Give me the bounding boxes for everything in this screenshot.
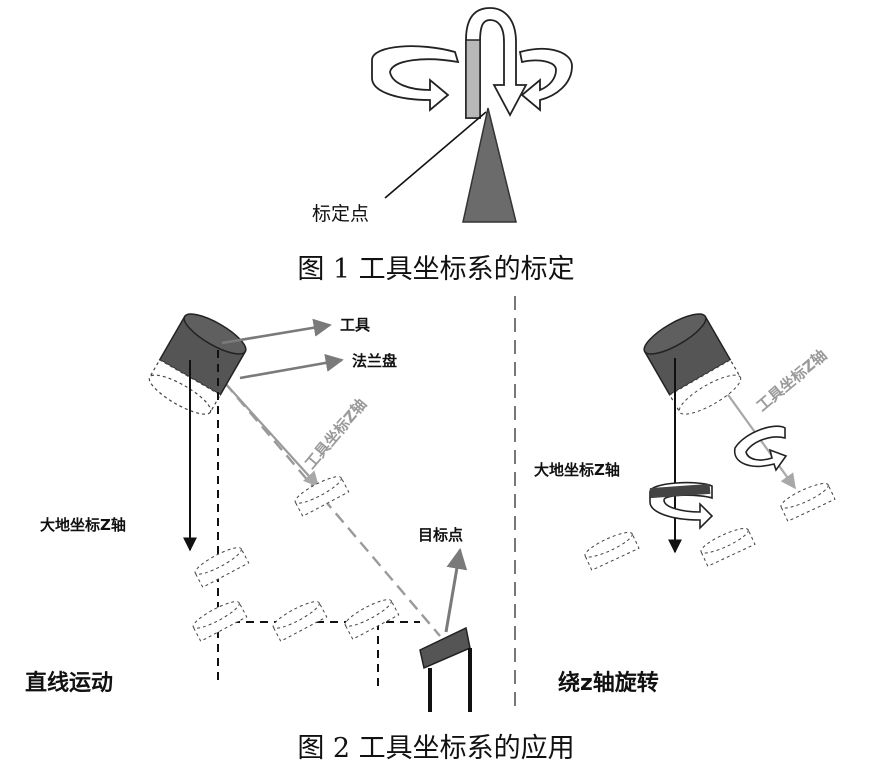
flange-disc-3: [192, 601, 248, 642]
tool-label: 工具: [340, 316, 370, 334]
calibration-pointer-line: [384, 111, 487, 199]
tool-z-dashed-path: [224, 382, 441, 637]
figure2-caption: 图 2 工具坐标系的应用: [297, 733, 574, 764]
calibration-point-label: 标定点: [312, 203, 369, 225]
target-point-label: 目标点: [418, 526, 463, 544]
calibration-cone-icon: [462, 107, 517, 223]
world-z-axis-label-right: 大地坐标Z轴: [534, 461, 620, 479]
vertical-loop-arrow-icon: [465, 7, 528, 119]
tool-cylinder-icon: [148, 313, 247, 415]
tool-z-arrow-line: [224, 382, 320, 488]
tool-z-axis-label-right: 工具坐标Z轴: [753, 346, 830, 415]
tool-rotation-arrow-icon: [734, 425, 788, 472]
figure1-diagram: 标定点: [312, 7, 573, 225]
left-rotation-arrow-icon: [371, 45, 460, 112]
loop-shaded-band: [465, 39, 481, 119]
flange-disc-2: [194, 547, 250, 588]
rotate-z-panel: 大地坐标Z轴 工具坐标Z轴 绕z轴旋转: [534, 313, 836, 696]
disc-right-2: [700, 527, 756, 567]
disc-right-3: [780, 482, 836, 522]
target-block-icon: [419, 626, 472, 712]
world-z-axis-label: 大地坐标Z轴: [40, 516, 126, 534]
disc-right-1: [584, 531, 640, 571]
tool-pointer-arrow: [221, 318, 332, 345]
flange-pointer-arrow: [239, 353, 344, 380]
target-point-arrow: [444, 547, 468, 633]
flange-disc-4: [272, 601, 328, 642]
tool-z-axis-label: 工具坐标Z轴: [301, 395, 370, 472]
right-rotation-arrow-icon: [518, 48, 573, 112]
flange-disc-1: [294, 476, 350, 517]
linear-motion-panel: 工具 法兰盘 工具坐标Z轴 大地坐标Z轴: [25, 313, 472, 712]
figure1-caption: 图 1 工具坐标系的标定: [297, 254, 574, 285]
tool-cylinder-right-icon: [643, 313, 742, 415]
rotate-z-title: 绕z轴旋转: [558, 670, 659, 696]
linear-motion-title: 直线运动: [25, 670, 113, 696]
flange-label: 法兰盘: [352, 352, 397, 370]
flange-disc-5: [344, 599, 400, 640]
world-rotation-band: [649, 483, 711, 499]
